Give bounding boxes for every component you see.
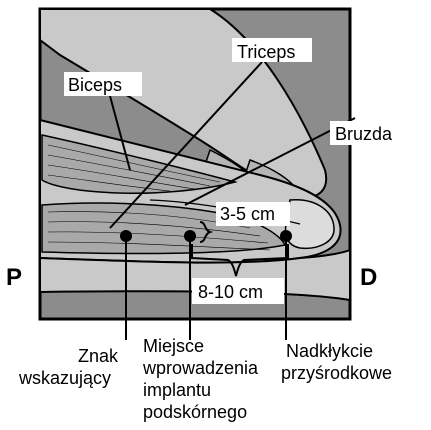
small-distance-label: 3-5 cm <box>220 204 275 224</box>
biceps-label: Biceps <box>68 75 122 95</box>
insertion-site-label-line3: implantu <box>143 380 211 400</box>
epicondyle-label-line1: Nadkłykcie <box>286 341 373 361</box>
bruzda-label: Bruzda <box>335 124 393 144</box>
triceps-label: Triceps <box>237 42 295 62</box>
insertion-site-label-line2: wprowadzenia <box>142 358 259 378</box>
insertion-site-label-line4: podskórnego <box>143 402 247 422</box>
epicondyle-point-dot <box>280 230 292 242</box>
indicator-mark-label-line1: Znak <box>78 346 119 366</box>
indicator-point-dot <box>120 230 132 242</box>
insertion-point-dot <box>184 230 196 242</box>
insertion-site-label-line1: Miejsce <box>143 336 204 356</box>
epicondyle-label-line2: przyśrodkowe <box>281 363 392 383</box>
proximal-side-label: P <box>6 264 22 291</box>
large-distance-label: 8-10 cm <box>198 282 263 302</box>
distal-side-label: D <box>360 264 377 291</box>
indicator-mark-label-line2: wskazujący <box>18 368 111 388</box>
